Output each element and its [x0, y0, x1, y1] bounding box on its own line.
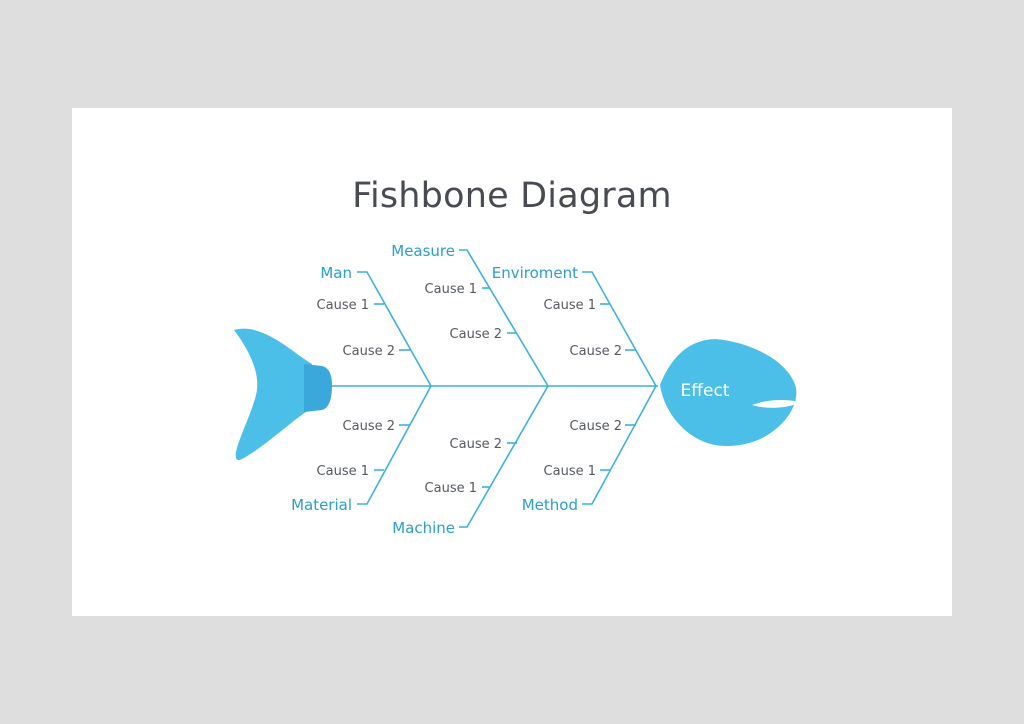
- category-man: Man: [320, 264, 352, 282]
- category-material: Material: [291, 496, 352, 514]
- cause-ticks: [374, 288, 636, 487]
- cause-label: Cause 1: [317, 464, 369, 479]
- cause-label: Cause 1: [544, 298, 596, 313]
- cause-label: Cause 2: [450, 327, 502, 342]
- effect-label: Effect: [681, 381, 730, 401]
- bone-method: [582, 386, 656, 504]
- cause-label: Cause 2: [343, 419, 395, 434]
- cause-label: Cause 1: [425, 282, 477, 297]
- cause-label: Cause 1: [425, 481, 477, 496]
- category-enviroment: Enviroment: [492, 264, 578, 282]
- cause-label: Cause 2: [343, 344, 395, 359]
- category-machine: Machine: [392, 519, 455, 537]
- bone-man: [357, 272, 431, 386]
- cause-label: Cause 1: [544, 464, 596, 479]
- cause-label: Cause 2: [450, 437, 502, 452]
- bone-material: [357, 386, 431, 504]
- cause-label: Cause 1: [317, 298, 369, 313]
- category-measure: Measure: [391, 242, 455, 260]
- tail-base: [304, 364, 332, 412]
- cause-label: Cause 2: [570, 344, 622, 359]
- cause-label: Cause 2: [570, 419, 622, 434]
- category-method: Method: [522, 496, 578, 514]
- bone-enviroment: [582, 272, 656, 386]
- fish-tail: [234, 329, 312, 460]
